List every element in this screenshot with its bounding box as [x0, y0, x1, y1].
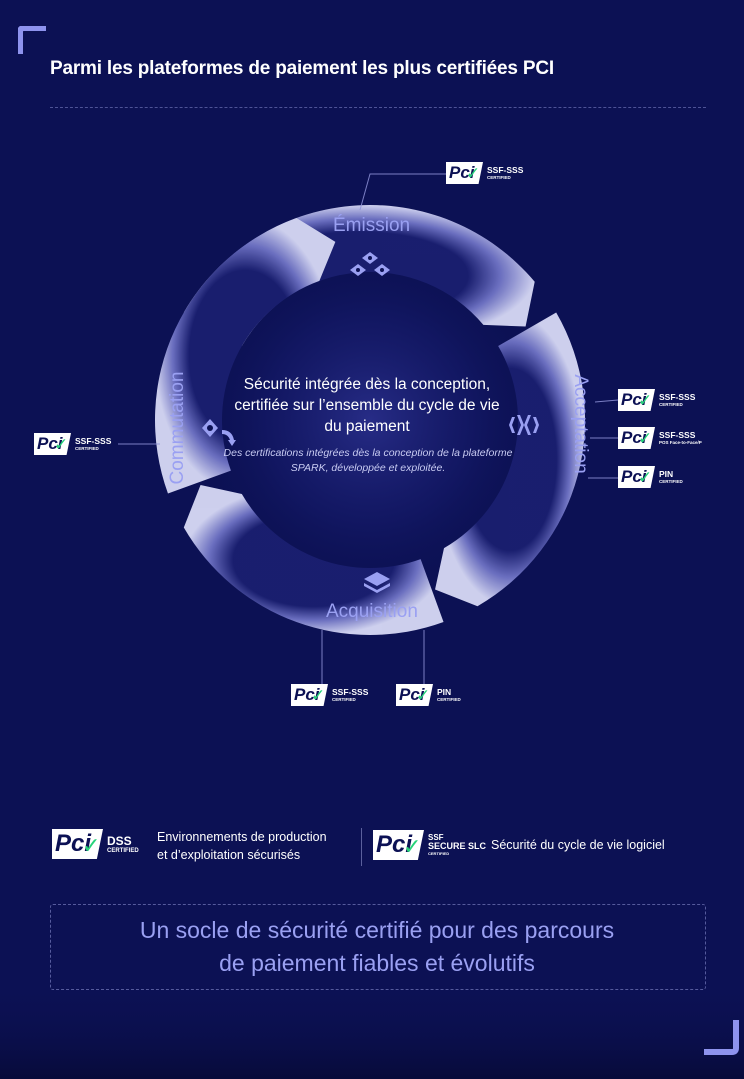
diamond-cluster-icon: [350, 252, 390, 276]
tagline-frame: [50, 904, 706, 990]
stacked-layers-icon: [364, 572, 390, 593]
page-title: Parmi les plateformes de paiement les pl…: [50, 58, 554, 79]
pci-logo: Pci✓: [291, 684, 328, 706]
pci-logo: Pci✓: [373, 830, 424, 860]
slc-description: Sécurité du cycle de vie logiciel: [491, 838, 665, 852]
check-icon: ✓: [311, 686, 326, 705]
ring-segment-acquisition: [183, 485, 444, 635]
pci-logo: Pci✓: [446, 162, 483, 184]
signal-waves-icon: [509, 415, 539, 435]
switch-arrows-icon: [202, 419, 236, 446]
check-icon: ✓: [54, 435, 69, 454]
pci-logo: Pci✓: [52, 829, 103, 859]
divider: [361, 828, 362, 866]
pci-logo: Pci✓: [618, 389, 655, 411]
tagline: Un socle de sécurité certifié pour des p…: [139, 917, 615, 976]
stage-label-emission: Émission: [333, 215, 411, 236]
stage-label-commutation: Commutation: [167, 371, 188, 485]
check-icon: ✓: [82, 833, 101, 858]
ring-segment-acceptation: [435, 312, 585, 607]
pci-logo: Pci✓: [396, 684, 433, 706]
stage-label-acquisition: Acquisition: [326, 601, 418, 622]
check-icon: ✓: [466, 164, 481, 183]
check-icon: ✓: [403, 834, 422, 859]
corner-bracket-icon: [704, 1020, 739, 1055]
dss-description: Environnements de production et d’exploi…: [157, 830, 327, 862]
check-icon: ✓: [416, 686, 431, 705]
pci-logo: Pci✓: [618, 466, 655, 488]
pci-logo: Pci✓: [618, 427, 655, 449]
check-icon: ✓: [638, 391, 653, 410]
check-icon: ✓: [638, 468, 653, 487]
pci-logo: Pci✓: [34, 433, 71, 455]
check-icon: ✓: [638, 429, 653, 448]
pci-badge-secure-slc: Pci✓ SSF SECURE SLC CERTIFIED: [373, 830, 486, 860]
center-subtext: Des certifications intégrées dès la conc…: [223, 447, 513, 474]
ring-segment-commutation: [155, 217, 336, 494]
divider: [50, 107, 706, 108]
center-headline: Sécurité intégrée dès la conception, cer…: [234, 376, 500, 435]
stage-label-acceptation: Acceptation: [570, 374, 591, 474]
corner-bracket-icon: [18, 26, 46, 54]
